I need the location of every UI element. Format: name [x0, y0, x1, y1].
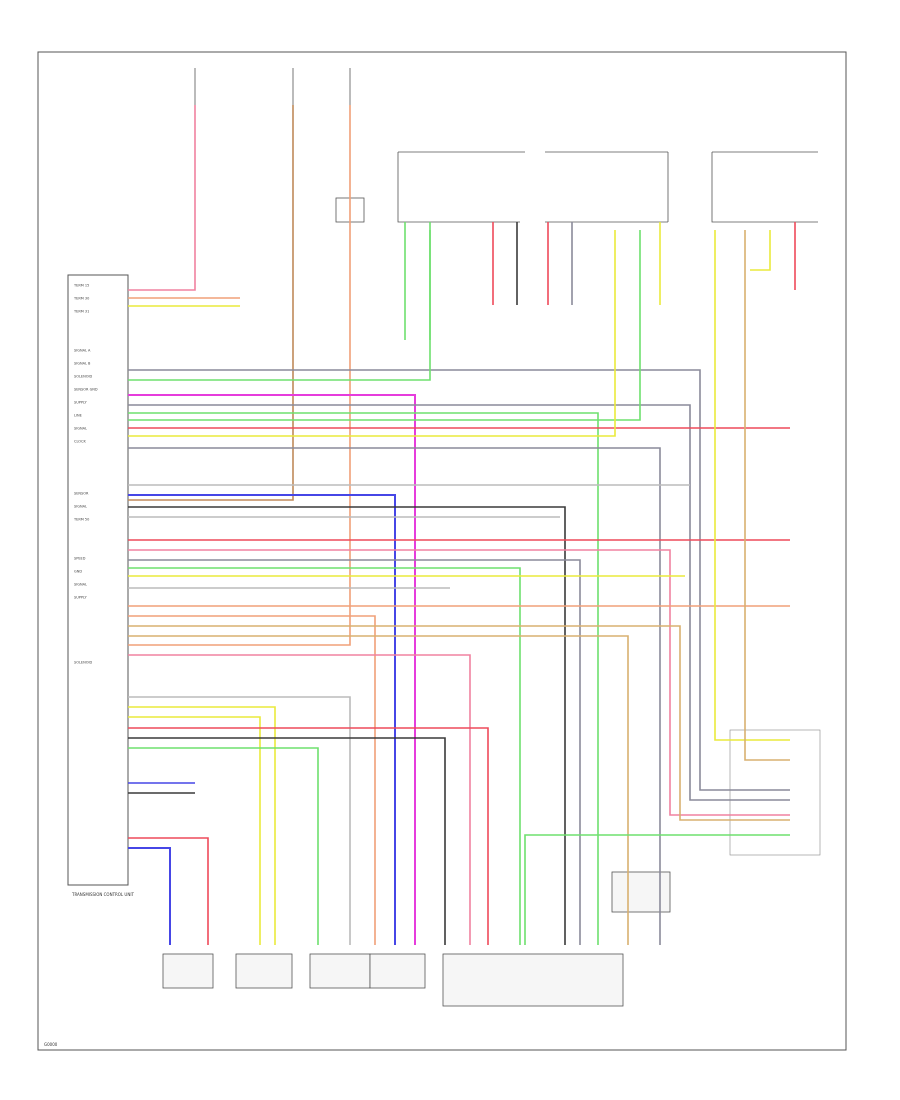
wire-right-d — [750, 230, 771, 271]
ecu-pin-label: SUPPLY — [74, 401, 87, 405]
wire-fuse-feed — [128, 105, 351, 646]
ecu-pin-label: SOLENOID — [74, 375, 93, 379]
footer-code: G0000 — [44, 1042, 58, 1047]
wire-mid-g — [128, 559, 581, 945]
ecu-pin-label: SOLENOID — [74, 661, 93, 665]
wire-sensor-d — [128, 412, 599, 945]
wires — [128, 105, 796, 945]
ecu-pin-label: SIGNAL B — [74, 362, 91, 366]
wire-right-c — [744, 230, 790, 761]
ecu-pin-label: TERM 15 — [73, 284, 89, 288]
wire-right-a — [524, 834, 790, 945]
ecu-pin-label: TERM 50 — [73, 518, 89, 522]
wire-sensor-a — [128, 369, 790, 791]
wire-low-c — [128, 625, 790, 821]
wire-sensor-g — [128, 230, 616, 437]
wire-sw-a — [128, 696, 351, 945]
wire-sol-a — [128, 837, 209, 945]
ecu-pin-label: CLOCK — [74, 440, 86, 444]
top-modules — [397, 151, 818, 223]
ecu-pin-label: TERM 30 — [73, 297, 89, 301]
wire-sensor-c — [128, 404, 790, 801]
fuse-block-1 — [194, 68, 365, 223]
wire-term15-feed — [128, 105, 196, 291]
right-connector — [729, 729, 821, 856]
wire-low-d — [128, 635, 629, 945]
ecu-pin-label: SIGNAL — [74, 505, 87, 509]
wire-term30-feed — [128, 105, 294, 501]
wire-mid-f — [128, 549, 790, 816]
ecu-pin-label: SPEED — [74, 557, 86, 561]
wire-low-b — [128, 615, 376, 945]
ecu-label: TRANSMISSION CONTROL UNIT — [71, 892, 135, 897]
wire-sw-e — [128, 737, 446, 945]
diagram-border — [37, 51, 847, 1051]
wire-mid-b — [128, 494, 396, 945]
ecu-pin-label: SIGNAL A — [74, 349, 91, 353]
wire-right-b — [714, 230, 790, 741]
wire-sw-f — [128, 747, 319, 945]
ecu-pin-label: TERM 31 — [73, 310, 89, 314]
ecu-box — [67, 274, 129, 886]
ecu-pin-label: GND — [74, 570, 82, 574]
wire-sw-d — [128, 727, 489, 945]
ecu-pin-label: SIGNAL — [74, 583, 87, 587]
wire-sol-b — [128, 847, 171, 945]
bottom-components — [162, 871, 671, 1007]
wire-sensor-b — [128, 230, 431, 381]
wire-sensor-e — [128, 230, 641, 421]
ecu-pin-label: SIGNAL — [74, 427, 87, 431]
ecu-pin-label: SENSOR GND — [74, 388, 98, 392]
ecu-pin-label: LINE — [74, 414, 82, 418]
wire-mid-c — [128, 506, 566, 945]
ecu-pin-label: SUPPLY — [74, 596, 87, 600]
wire-sensor-h — [128, 447, 661, 945]
wire-mid-h — [128, 567, 521, 945]
wire-sw-b — [128, 706, 276, 945]
wire-low-e — [128, 654, 471, 945]
ecu-pin-label: SENSOR — [74, 492, 89, 496]
wire-solenoid-a — [128, 394, 416, 945]
ecu-pins: TERM 15 TERM 30 TERM 31 SIGNAL A SIGNAL B SOL… — [73, 284, 98, 665]
wire-sw-c — [128, 716, 261, 945]
